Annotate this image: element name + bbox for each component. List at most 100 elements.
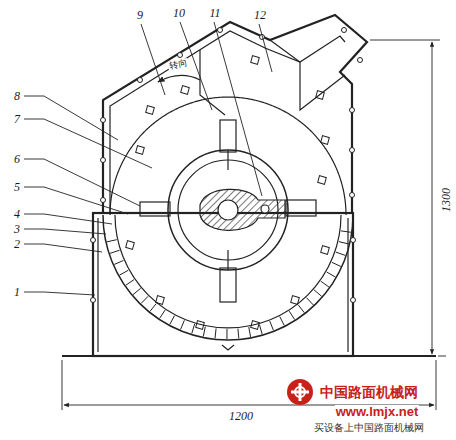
frame-inner [97,218,98,352]
callout-number: 10 [172,7,186,19]
leader-lines [24,22,272,295]
bolt [101,198,106,203]
grate-bar [327,272,336,277]
grate-bar [336,252,345,255]
impact-plate [200,50,225,115]
hammer [140,202,170,216]
grate-bar [341,231,351,232]
grate-bar [226,329,227,339]
grate-bar [306,298,313,305]
shaft-core [218,200,238,220]
rotation-arrow [158,75,200,82]
grate-bar [249,327,251,337]
liner-block [181,86,190,95]
bolt [218,28,223,33]
hammer [220,268,236,302]
grate-bar [150,304,156,312]
frame-inner [347,218,348,352]
grate-bar [203,327,205,337]
callout-number: 5 [13,181,21,193]
callout-number: 9 [136,9,144,21]
grate-outer [103,215,353,340]
callout-number: 4 [13,208,21,220]
dimension-label: 1300 [440,187,452,213]
grate-bar [141,296,148,303]
bolt [350,148,355,153]
liner-block [291,296,300,305]
grate-bar [314,290,322,297]
hammer [220,120,236,152]
grate-bar [114,260,123,264]
grate-bar [339,242,349,244]
dimension-label: 1200 [228,410,254,422]
grate-bar [321,281,329,287]
feed-flange [335,15,367,42]
liner-block [136,146,145,155]
hammer-arm [227,250,228,270]
upper-housing [103,15,367,213]
grate-bar [298,305,304,313]
rotation-label: 转向 [168,58,189,71]
rotor-ring [178,160,278,260]
grate-bar [133,288,141,294]
grate-bar [259,325,262,335]
hammer [286,200,316,216]
grate-bar [107,240,117,242]
lower-frame [93,213,353,356]
grate-bar [270,321,274,330]
housing-liner [110,31,345,213]
bolt [138,78,143,83]
liner-block [316,91,325,100]
liner-block [126,241,135,250]
callout-number: 8 [13,90,21,102]
pin [261,205,269,213]
dimension-lines [62,40,446,410]
grate-bar [160,310,166,318]
grate-bar [237,329,239,339]
bolt [350,108,355,113]
callout-number: 12 [253,9,267,21]
liner-block [251,321,260,330]
bolt [101,118,106,123]
grate-bar [280,317,285,326]
liner-block [321,246,330,255]
grate-inner [115,215,341,328]
watermark: 中国路面机械网 [319,385,419,399]
grate-bar [181,320,185,329]
bolt [178,53,183,58]
bolt [351,238,356,243]
grate-bar [332,262,341,266]
grate-bar [120,270,129,275]
watermark: www.lmjx.net [335,405,420,418]
callout-number: 2 [13,238,21,250]
feed-chute [270,40,345,110]
bolt [350,193,355,198]
grate-bar [110,250,120,253]
callout-number: 11 [208,7,221,19]
watermark: 买设备上中国路面机械网 [313,423,425,433]
bolt [351,298,356,303]
rotor-disc [168,150,288,270]
bolt [91,238,96,243]
bolt [358,58,363,63]
grate-bar [192,324,195,334]
liner-block [321,136,330,145]
callout-number: 3 [13,223,21,235]
bolt [342,28,347,33]
hammer-arm [227,150,228,170]
liner-block [318,176,327,185]
callout-number: 7 [13,113,21,125]
callout-number: 6 [13,153,21,165]
watermark-logo [287,379,313,405]
bolt [101,158,106,163]
liner-blocks [126,56,330,330]
grate-bars [107,231,351,339]
drain [222,345,234,350]
liner-block [156,296,165,305]
liner-block [146,106,155,115]
main-shaft [200,189,285,230]
grate-bar [126,280,134,286]
callout-number: 1 [13,286,21,298]
grate-bar [215,328,216,338]
